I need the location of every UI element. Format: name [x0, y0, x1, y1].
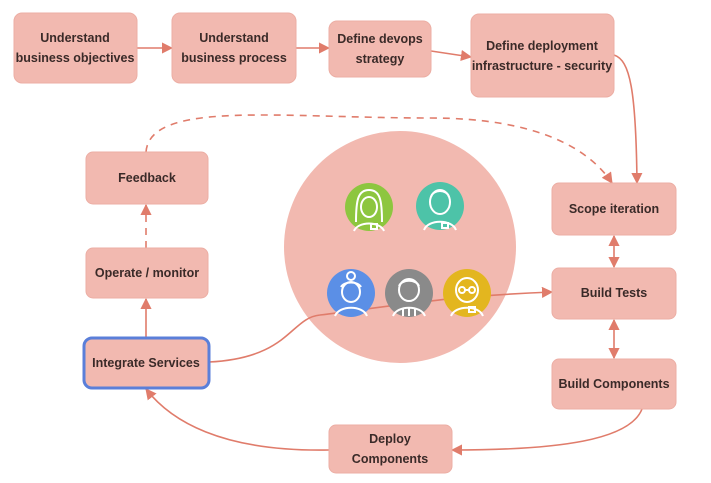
edge-components-to-deploy: [450, 408, 643, 456]
node-label-line: Integrate Services: [92, 356, 200, 370]
node-understand-business-objectives[interactable]: Understand business objectives: [13, 12, 138, 84]
node-label: Scope iteration: [569, 202, 659, 216]
edge-devops-to-infra: [430, 49, 473, 62]
man-avatar-icon: [416, 182, 464, 231]
node-label: Build Components: [558, 377, 669, 391]
node-label-line: Understand: [40, 31, 109, 45]
node-build-tests[interactable]: Build Tests: [551, 267, 677, 320]
node-label-line: Deploy: [369, 432, 411, 446]
node-understand-business-process[interactable]: Understand business process: [171, 12, 297, 84]
node-label-line: Operate / monitor: [95, 266, 199, 280]
node-integrate-services[interactable]: Integrate Services: [82, 336, 211, 390]
edge-infra-to-scope: [613, 54, 643, 185]
glasses-avatar-icon: [443, 269, 491, 317]
node-label: Define devops strategy: [337, 32, 422, 66]
node-label: Integrate Services: [92, 356, 200, 370]
woman-avatar-icon: [345, 183, 393, 232]
node-operate-monitor[interactable]: Operate / monitor: [85, 247, 209, 299]
node-label-line: Build Tests: [581, 286, 647, 300]
node-label: Understand business process: [181, 31, 287, 65]
node-label-line: Build Components: [558, 377, 669, 391]
woman-avatar-icon: [327, 269, 375, 317]
node-define-deployment-infrastructure[interactable]: Define deployment infrastructure - securi…: [470, 13, 615, 98]
team-avatars: [327, 182, 491, 317]
node-label-line: Scope iteration: [569, 202, 659, 216]
node-label: Feedback: [118, 171, 176, 185]
node-label-line: infrastructure - security: [472, 59, 612, 73]
edge-deploy-to-integrate: [145, 388, 330, 451]
node-build-components[interactable]: Build Components: [551, 358, 677, 410]
node-label-line: Understand: [199, 31, 268, 45]
node-label-line: Define devops: [337, 32, 422, 46]
node-label: Build Tests: [581, 286, 647, 300]
node-label: Understand business objectives: [16, 31, 135, 65]
node-label: Define deployment infrastructure - securi…: [472, 39, 612, 73]
team-hub-circle: [284, 131, 516, 363]
edges: [137, 42, 643, 456]
node-label-line: Define deployment: [486, 39, 599, 53]
node-label-line: strategy: [356, 52, 405, 66]
node-label-line: business process: [181, 51, 287, 65]
node-label-line: business objectives: [16, 51, 135, 65]
node-label: Operate / monitor: [95, 266, 199, 280]
node-label-line: Components: [352, 452, 428, 466]
edge-feedback-to-scope: [145, 114, 613, 184]
node-label-line: Feedback: [118, 171, 176, 185]
node-define-devops-strategy[interactable]: Define devops strategy: [328, 20, 432, 78]
man-avatar-icon: [385, 269, 433, 317]
node-feedback[interactable]: Feedback: [85, 151, 209, 205]
node-scope-iteration[interactable]: Scope iteration: [551, 182, 677, 236]
